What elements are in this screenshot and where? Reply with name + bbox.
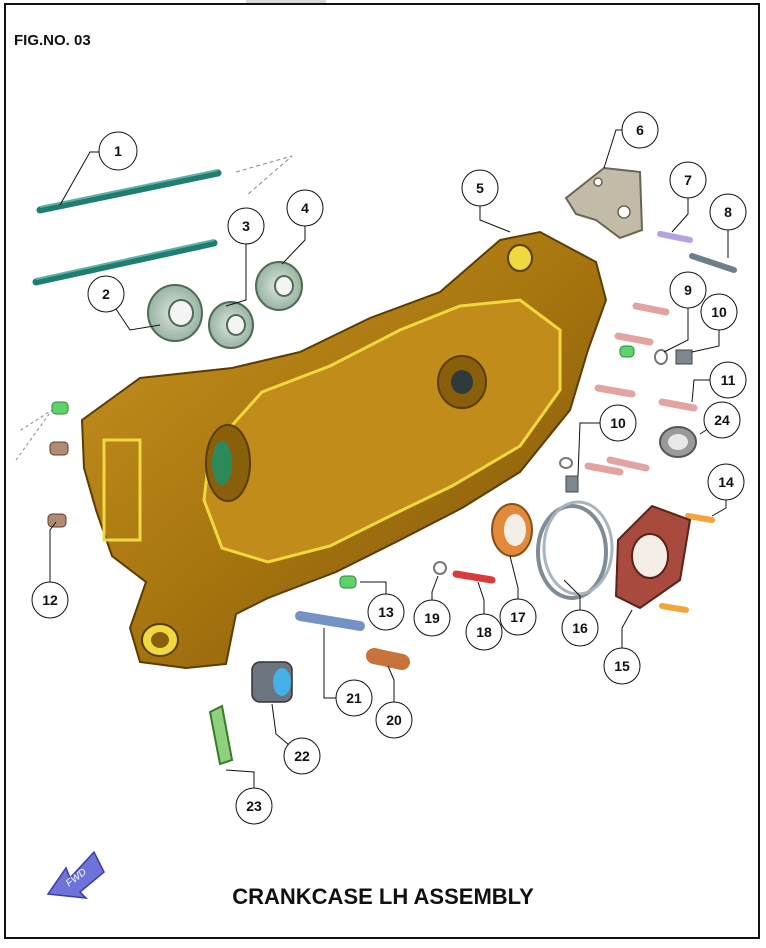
callout-19: 19 (413, 575, 451, 637)
svg-text:5: 5 (476, 180, 484, 196)
svg-text:9: 9 (684, 282, 692, 298)
svg-text:21: 21 (346, 690, 362, 706)
callout-3: 3 (225, 207, 265, 307)
bearing-3 (208, 301, 254, 349)
svg-text:12: 12 (42, 592, 58, 608)
shaft-upper (36, 169, 222, 214)
callout-16: 16 (561, 579, 599, 647)
svg-text:19: 19 (424, 610, 440, 626)
svg-text:3: 3 (242, 218, 250, 234)
callout-5: 5 (461, 169, 511, 233)
callout-8: 8 (709, 193, 747, 258)
svg-text:22: 22 (294, 748, 310, 764)
callout-22: 22 (271, 703, 321, 775)
engine-mount-bracket (564, 166, 644, 240)
svg-text:8: 8 (724, 204, 732, 220)
bearing-4 (255, 261, 303, 311)
bearing-2 (147, 284, 203, 342)
callout-17: 17 (499, 555, 537, 636)
callout-1: 1 (59, 131, 138, 206)
top-tab (246, 0, 326, 4)
svg-text:2: 2 (102, 286, 110, 302)
callout-10b: 10 (577, 404, 637, 477)
svg-text:17: 17 (510, 609, 526, 625)
callout-23: 23 (225, 769, 273, 825)
svg-text:23: 23 (246, 798, 262, 814)
svg-text:20: 20 (386, 712, 402, 728)
shaft-lower (32, 239, 218, 286)
svg-text:11: 11 (721, 372, 736, 388)
callout-2: 2 (87, 275, 161, 331)
callout-20: 20 (375, 665, 413, 739)
callout-7: 7 (669, 161, 707, 233)
small-parts (15, 231, 737, 766)
svg-text:4: 4 (301, 200, 309, 216)
callout-24: 24 (699, 401, 741, 439)
svg-text:18: 18 (476, 624, 492, 640)
callout-11: 11 (691, 361, 747, 403)
svg-text:1: 1 (114, 143, 122, 159)
svg-text:16: 16 (572, 620, 588, 636)
callout-18: 18 (465, 581, 503, 651)
diagram-frame (4, 3, 760, 939)
callout-9: 9 (663, 271, 707, 353)
callout-4: 4 (281, 189, 324, 265)
callout-21: 21 (323, 628, 373, 717)
svg-text:24: 24 (714, 412, 730, 428)
svg-text:13: 13 (378, 604, 394, 620)
callout-13: 13 (360, 581, 405, 631)
callout-12: 12 (31, 521, 69, 619)
svg-text:15: 15 (614, 658, 630, 674)
callout-10a: 10 (691, 293, 738, 353)
figure-number: FIG.NO. 03 (14, 32, 91, 49)
svg-text:10: 10 (610, 415, 626, 431)
callout-14: 14 (707, 463, 745, 517)
crankcase-lh (80, 230, 608, 670)
diagram-title: CRANKCASE LH ASSEMBLY (232, 884, 534, 909)
svg-text:6: 6 (636, 122, 644, 138)
svg-text:14: 14 (718, 474, 734, 490)
callout-6: 6 (603, 111, 659, 169)
callout-15: 15 (603, 609, 641, 685)
svg-text:7: 7 (684, 172, 692, 188)
shaft-guide-dash (235, 155, 293, 197)
svg-text:10: 10 (711, 304, 727, 320)
callouts: 1 2 3 4 5 6 7 8 9 10 10 11 12 13 14 15 1… (31, 111, 747, 825)
